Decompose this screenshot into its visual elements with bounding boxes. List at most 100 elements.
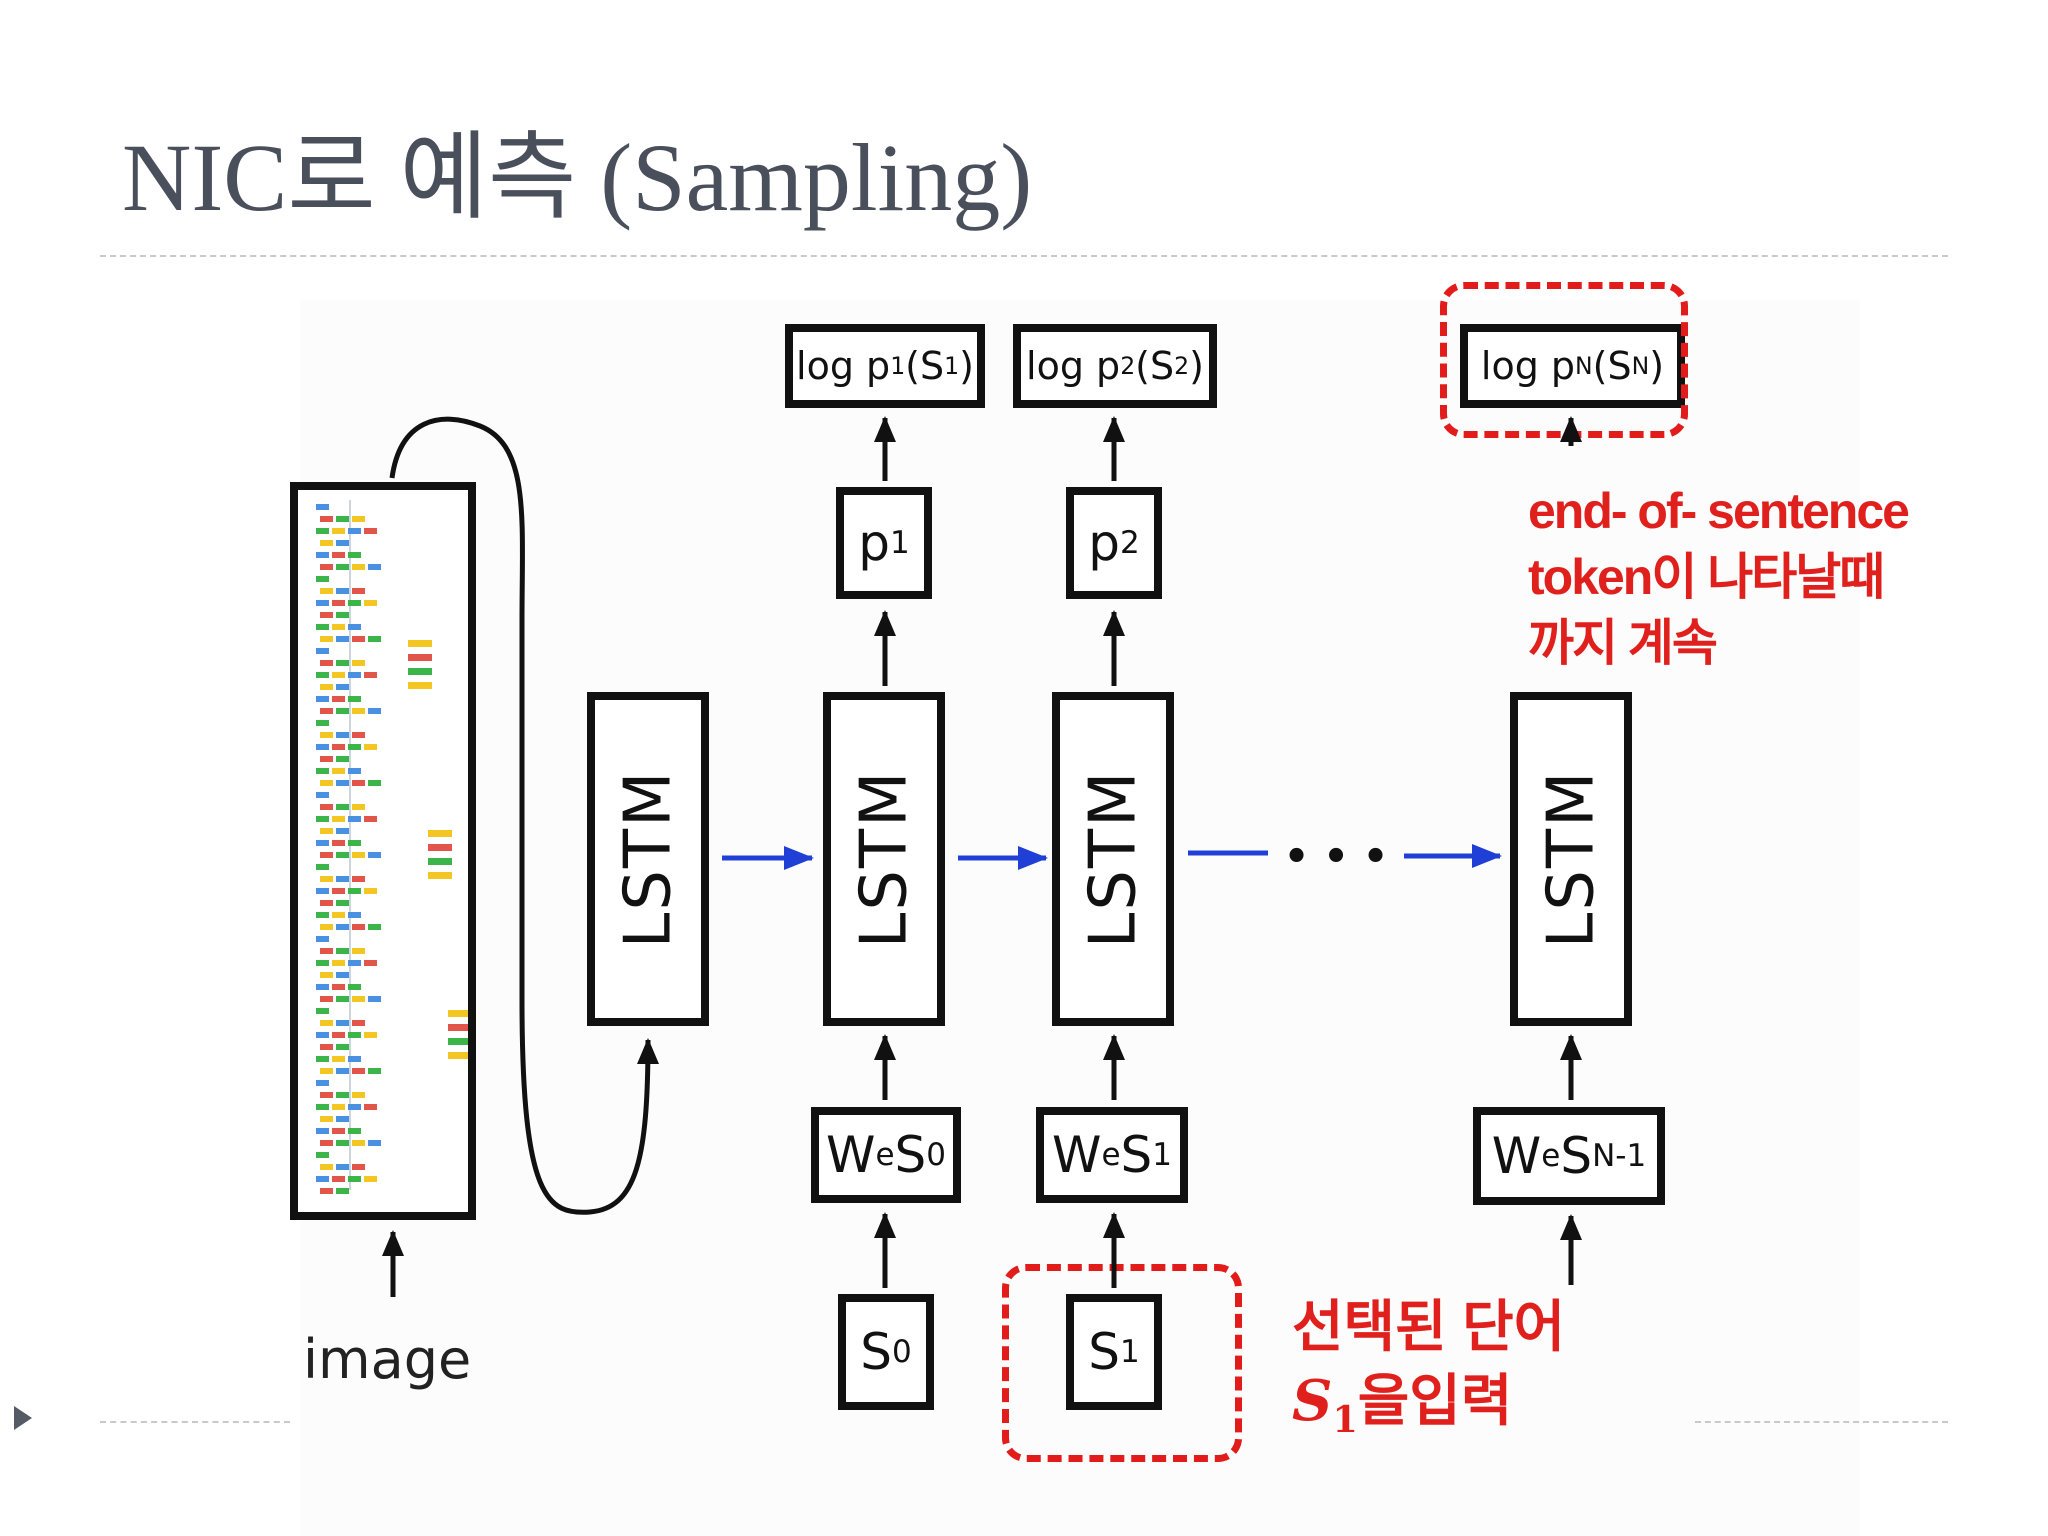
cnn-module: [316, 816, 329, 822]
cnn-module: [352, 660, 365, 666]
cnn-module: [348, 1128, 361, 1134]
cnn-aux-module: [428, 844, 452, 851]
cnn-module: [316, 1152, 329, 1158]
cnn-aux-module: [448, 1038, 468, 1045]
cnn-module: [316, 864, 329, 870]
cnn-module: [336, 1020, 349, 1026]
cnn-module: [332, 768, 345, 774]
selected-word-annotation: 선택된 단어 S1을입력: [1292, 1290, 1565, 1457]
cnn-module: [348, 816, 361, 822]
cnn-module: [336, 1116, 349, 1122]
cnn-module: [320, 1116, 333, 1122]
cnn-module: [332, 600, 345, 606]
cnn-module: [332, 912, 345, 918]
cnn-module: [368, 1068, 381, 1074]
ellipsis-dots: • • •: [1284, 834, 1389, 880]
cnn-module: [336, 1068, 349, 1074]
cnn-encoder: [290, 482, 476, 1220]
cnn-module: [352, 1164, 365, 1170]
cnn-aux-module: [428, 872, 452, 879]
cnn-module: [352, 1140, 365, 1146]
cnn-module: [336, 1140, 349, 1146]
cnn-module: [348, 624, 361, 630]
lstm-cell-1: LSTM: [823, 692, 945, 1026]
cnn-module: [316, 936, 329, 942]
cnn-module: [348, 1056, 361, 1062]
cnn-module: [348, 600, 361, 606]
selected-word-line2: S1을입력: [1292, 1368, 1513, 1442]
cnn-module: [336, 612, 349, 618]
cnn-module: [332, 1176, 345, 1182]
cnn-module: [336, 1188, 349, 1194]
cnn-module: [320, 948, 333, 954]
cnn-module: [336, 1092, 349, 1098]
footer-divider-right: [1695, 1421, 1948, 1423]
cnn-module: [336, 516, 349, 522]
title-divider: [100, 255, 1948, 257]
cnn-module: [332, 984, 345, 990]
cnn-module: [368, 1140, 381, 1146]
cnn-module: [320, 660, 333, 666]
cnn-module: [348, 1104, 361, 1110]
cnn-module: [316, 648, 329, 654]
cnn-module: [316, 1128, 329, 1134]
cnn-module: [364, 960, 377, 966]
cnn-module: [336, 852, 349, 858]
cnn-module: [352, 924, 365, 930]
cnn-module: [316, 1008, 329, 1014]
cnn-module: [316, 576, 329, 582]
cnn-module: [316, 744, 329, 750]
cnn-module: [348, 960, 361, 966]
cnn-module: [320, 876, 333, 882]
cnn-module: [316, 720, 329, 726]
cnn-module: [332, 1056, 345, 1062]
cnn-module: [320, 684, 333, 690]
cnn-module: [320, 564, 333, 570]
cnn-module: [368, 564, 381, 570]
cnn-aux-module: [408, 682, 432, 689]
cnn-module: [336, 564, 349, 570]
cnn-module: [320, 1092, 333, 1098]
cnn-module: [336, 924, 349, 930]
cnn-module: [316, 984, 329, 990]
cnn-module: [316, 528, 329, 534]
cnn-module: [352, 852, 365, 858]
cnn-module: [368, 708, 381, 714]
cnn-module: [364, 888, 377, 894]
cnn-module: [332, 744, 345, 750]
cnn-module: [352, 780, 365, 786]
cnn-module: [364, 744, 377, 750]
cnn-module: [348, 528, 361, 534]
cnn-module: [320, 828, 333, 834]
cnn-module: [316, 504, 329, 510]
cnn-module: [320, 540, 333, 546]
cnn-module: [320, 804, 333, 810]
cnn-module: [336, 996, 349, 1002]
cnn-module: [336, 588, 349, 594]
cnn-module: [316, 768, 329, 774]
cnn-module: [364, 1176, 377, 1182]
cnn-module: [316, 552, 329, 558]
cnn-module: [320, 972, 333, 978]
cnn-module: [368, 780, 381, 786]
slide-bullet-icon: [14, 1406, 32, 1430]
lstm-cell-image: LSTM: [587, 692, 709, 1026]
cnn-module: [316, 1032, 329, 1038]
cnn-module: [352, 804, 365, 810]
cnn-module: [316, 1176, 329, 1182]
cnn-module: [320, 852, 333, 858]
eos-annotation: end- of- sentence token이 나타날때 까지 계속: [1528, 478, 1910, 676]
slide-title: NIC로 예측 (Sampling): [122, 124, 1033, 231]
cnn-module: [352, 1092, 365, 1098]
cnn-module: [348, 1176, 361, 1182]
cnn-module: [332, 840, 345, 846]
cnn-network-thumbnail: [316, 500, 468, 1194]
cnn-module: [368, 636, 381, 642]
eos-annotation-line1: end- of- sentence: [1528, 483, 1910, 539]
cnn-module: [316, 600, 329, 606]
